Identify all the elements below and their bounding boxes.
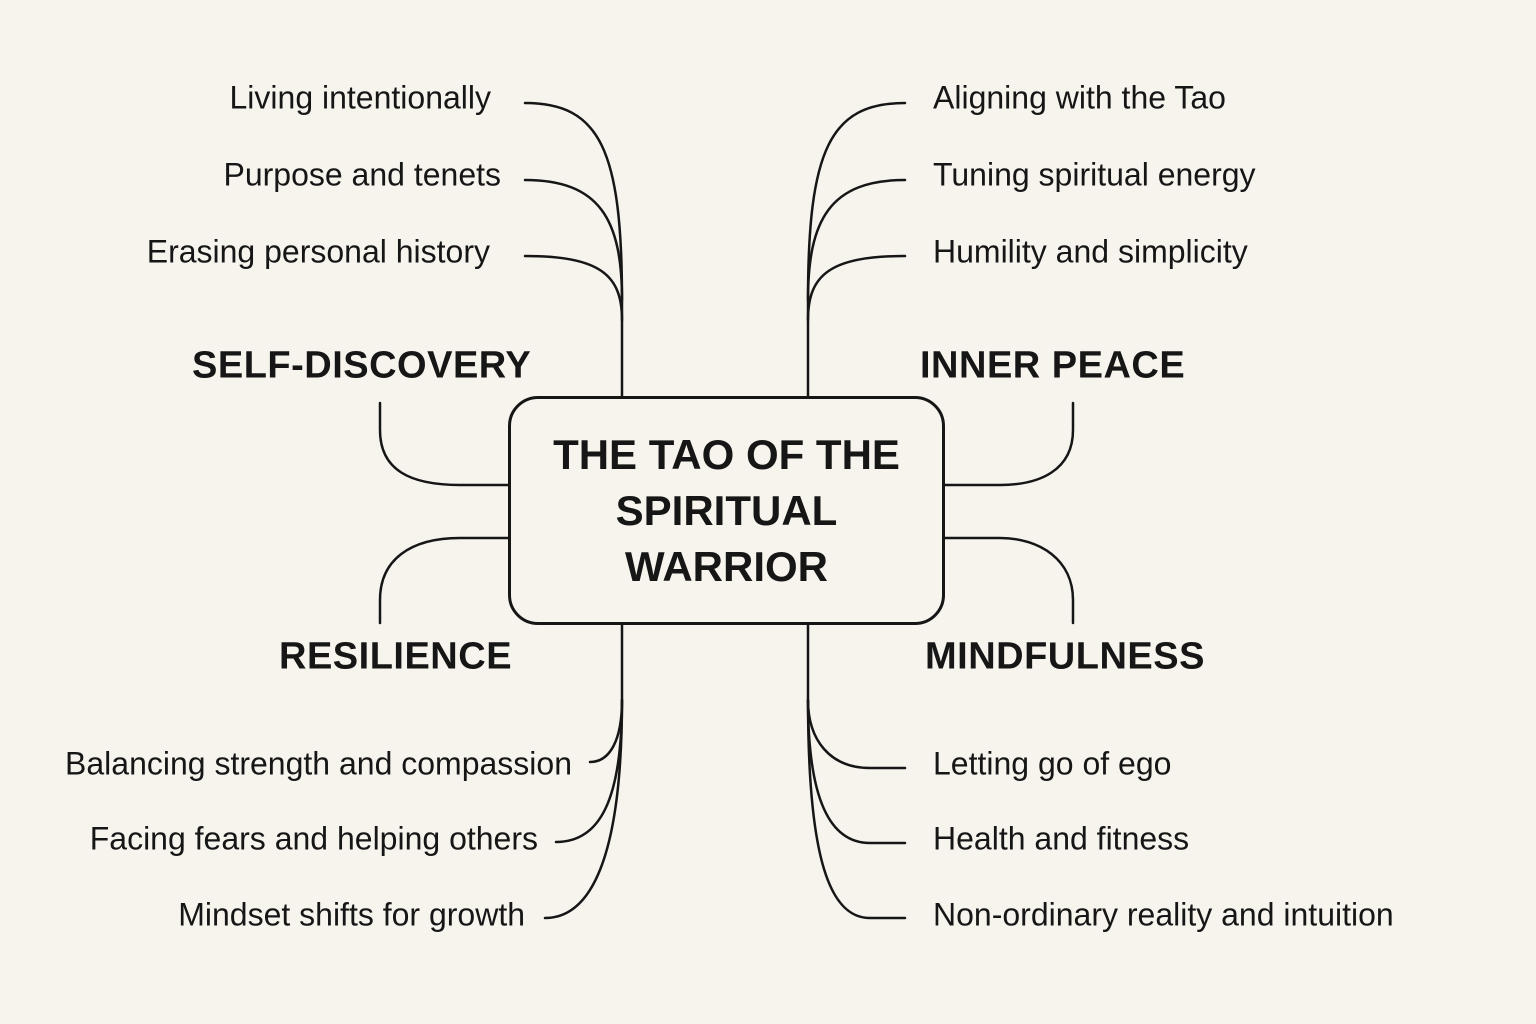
list-item: Purpose and tenets (223, 156, 501, 193)
list-item: Aligning with the Tao (933, 79, 1226, 116)
branch-mindfulness: MINDFULNESS (925, 635, 1205, 678)
list-item: Letting go of ego (933, 745, 1172, 782)
central-title-line: WARRIOR (625, 542, 828, 590)
list-item: Erasing personal history (146, 233, 490, 270)
list-item: Humility and simplicity (933, 233, 1248, 270)
central-title-line: THE TAO OF THE (553, 430, 900, 478)
list-item: Facing fears and helping others (89, 820, 538, 857)
list-item: Non-ordinary reality and intuition (933, 896, 1394, 933)
central-title-line: SPIRITUAL (615, 486, 838, 534)
branch-self-discovery: SELF-DISCOVERY (192, 344, 532, 387)
branch-resilience: RESILIENCE (279, 635, 513, 678)
central-topic: THE TAO OF THE SPIRITUAL WARRIOR (508, 396, 945, 625)
branch-inner-peace: INNER PEACE (920, 344, 1186, 387)
list-item: Health and fitness (933, 820, 1190, 857)
list-item: Balancing strength and compassion (65, 745, 572, 782)
list-item: Mindset shifts for growth (178, 896, 525, 933)
list-item: Living intentionally (229, 79, 492, 116)
list-item: Tuning spiritual energy (933, 156, 1256, 193)
